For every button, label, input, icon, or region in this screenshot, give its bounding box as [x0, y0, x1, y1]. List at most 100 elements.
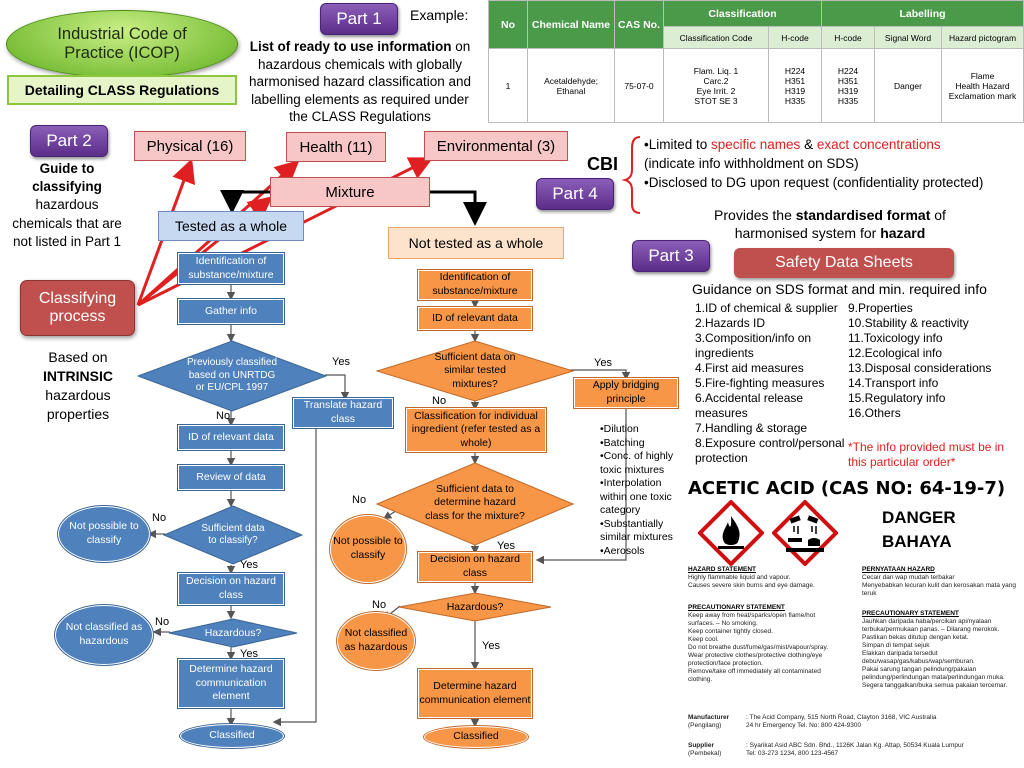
- bridging-list: •Dilution•Batching•Conc. of highly toxic…: [600, 423, 674, 557]
- label-yes: Yes: [482, 640, 500, 652]
- icop-line2: Practice (ICOP): [64, 44, 180, 62]
- category-physical: Physical (16): [134, 131, 246, 161]
- cbi-label: CBI: [587, 154, 618, 174]
- category-environmental: Environmental (3): [424, 131, 568, 161]
- blue-determine: Determine hazard communication element: [178, 659, 284, 708]
- example-label: Example:: [410, 7, 469, 23]
- corrosion-pictogram-icon: [772, 500, 838, 566]
- label-title: ACETIC ACID (CAS NO: 64-19-7): [688, 478, 1006, 499]
- label-yes: Yes: [332, 356, 350, 368]
- part1-text: on hazardous chemicals with globally har…: [248, 39, 472, 124]
- guide-text: hazardous chemicals that are not listed …: [12, 197, 122, 249]
- label-danger: DANGER: [882, 508, 956, 527]
- label-yes: Yes: [240, 559, 258, 571]
- blue-decision: Decision on hazard class: [178, 573, 284, 605]
- orange-relevant-data: ID of relevant data: [418, 307, 532, 330]
- not-tested-as-whole: Not tested as a whole: [388, 227, 564, 259]
- blue-review-data: Review of data: [178, 465, 284, 490]
- label-yes: Yes: [594, 357, 612, 369]
- provides-text: Provides the standardised format of harm…: [714, 207, 946, 241]
- flame-pictogram-icon: [698, 500, 764, 566]
- tested-as-whole: Tested as a whole: [158, 211, 304, 241]
- based-on-note: Based on INTRINSIC hazardous properties: [43, 349, 113, 422]
- orange-classified: Classified: [424, 726, 528, 748]
- cell-cas: 75-07-0: [614, 48, 664, 123]
- sub-signal-word: Signal Word: [874, 26, 942, 49]
- orange-decision: Decision on hazard class: [418, 552, 532, 582]
- label-bahaya: BAHAYA: [882, 532, 952, 551]
- category-health: Health (11): [286, 132, 386, 162]
- label-no: No: [155, 616, 170, 628]
- cell-no: 1: [488, 48, 528, 123]
- example-table: No Chemical Name CAS No. Classification …: [488, 0, 1024, 123]
- blue-translate: Translate hazard class: [293, 398, 393, 428]
- part2-guide: Guide to classifying hazardous chemicals…: [5, 160, 129, 251]
- part2-badge: Part 2: [30, 125, 108, 157]
- orange-determine-diamond: [376, 462, 574, 546]
- label-no: No: [152, 512, 167, 524]
- sds-order-note: *The info provided must be in this parti…: [848, 440, 1005, 469]
- icop-line1: Industrial Code of: [57, 25, 187, 44]
- blue-not-classified: Not classified as hazardous: [55, 605, 153, 665]
- icop-badge: Industrial Code of Practice (ICOP): [6, 10, 238, 78]
- table-row: 1 Acetaldehyde;Ethanal 75-07-0 Flam. Liq…: [488, 48, 1024, 123]
- precautionary-statement-my: PRECAUTIONARY STATEMENT Jauhkan daripada…: [862, 610, 1008, 689]
- blue-classified: Classified: [180, 724, 284, 748]
- guide-bold: Guide to classifying: [32, 161, 102, 195]
- blue-relevant-data: ID of relevant data: [178, 425, 284, 450]
- sds-banner: Safety Data Sheets: [734, 248, 954, 278]
- orange-bridging: Apply bridging principle: [574, 378, 678, 408]
- orange-identification: Identification of substance/mixture: [418, 270, 532, 300]
- label-no: No: [372, 599, 387, 611]
- col-labelling: Labelling: [821, 0, 1024, 27]
- blue-previously-text: Previously classified based on UNRTDG or…: [186, 357, 278, 394]
- label-yes: Yes: [240, 648, 258, 660]
- sub-hcode-2: H-code: [821, 26, 875, 49]
- cell-signal: Danger: [874, 48, 942, 123]
- col-classification: Classification: [663, 0, 822, 27]
- pernyataan-hazard: PERNYATAAN HAZARD Cecair dan wap mudah t…: [862, 566, 1016, 597]
- orange-hazardous-text: Hazardous?: [446, 601, 504, 613]
- orange-not-classified: Not classified as hazardous: [337, 612, 415, 670]
- detailing-banner: Detailing CLASS Regulations: [7, 75, 237, 105]
- sub-hcode-1: H-code: [768, 26, 822, 49]
- col-cas-no: CAS No.: [614, 0, 664, 49]
- blue-gather-info: Gather info: [178, 299, 284, 324]
- part1-badge: Part 1: [320, 3, 398, 35]
- precautionary-statement-en: PRECAUTIONARY STATEMENT Keep away from h…: [688, 604, 829, 683]
- col-chemical-name: Chemical Name: [527, 0, 615, 49]
- orange-determine-text: Sufficient data to determine hazard clas…: [425, 483, 525, 522]
- orange-hazardous-diamond: [398, 592, 552, 622]
- blue-previously-diamond: [137, 340, 327, 412]
- blue-not-possible: Not possible to classify: [58, 506, 150, 562]
- label-no: No: [432, 395, 447, 407]
- cell-name: Acetaldehyde;Ethanal: [527, 48, 615, 123]
- label-no: No: [216, 410, 231, 422]
- hazard-statement: HAZARD STATEMENT Highly flammable liquid…: [688, 566, 815, 589]
- sds-guidance: Guidance on SDS format and min. required…: [692, 281, 987, 297]
- manufacturer-info: Manufacturer(Pengilang) : The Acid Compa…: [688, 714, 937, 729]
- orange-similar-diamond: [376, 340, 574, 402]
- label-no: No: [352, 494, 367, 506]
- part1-description: List of ready to use information on haza…: [242, 38, 478, 138]
- col-no: No: [488, 0, 528, 49]
- orange-individual: Classification for individual ingredient…: [406, 408, 546, 452]
- sub-class-code: Classification Code: [663, 26, 769, 49]
- orange-not-possible: Not possible to classify: [330, 515, 406, 583]
- cbi-text: •Limited to specific names & exact conce…: [644, 137, 984, 190]
- supplier-info: Supplier(Pembekal) : Syarikat Asid ABC S…: [688, 742, 964, 757]
- part4-badge: Part 4: [536, 178, 614, 210]
- classifying-process: Classifying process: [20, 280, 135, 336]
- part3-badge: Part 3: [632, 240, 710, 272]
- blue-hazardous-diamond: [168, 618, 298, 648]
- orange-similar-text: Sufficient data on similar tested mixtur…: [434, 351, 516, 390]
- label-yes: Yes: [497, 540, 515, 552]
- category-mixture: Mixture: [270, 177, 430, 207]
- blue-identification: Identification of substance/mixture: [178, 253, 284, 284]
- blue-sufficient-text: Sufficient data to classify?: [201, 522, 265, 547]
- blue-hazardous-text: Hazardous?: [204, 627, 262, 639]
